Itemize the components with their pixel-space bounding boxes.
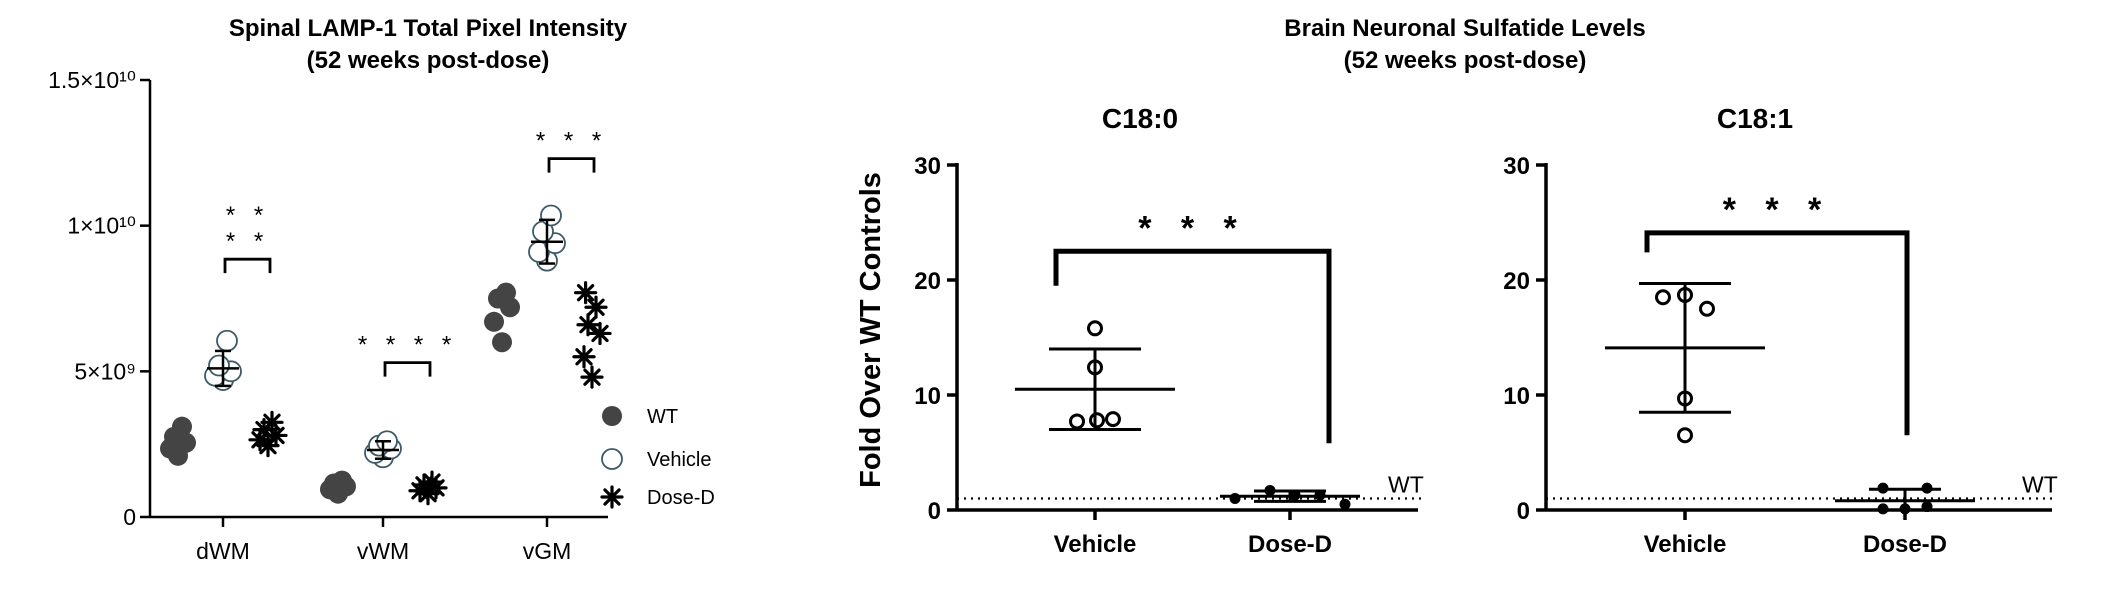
lamp1-chart: 0 5×10⁹ 1×10¹⁰ 1.5×10¹⁰ dWM vWM vGM * ** * * * *… <box>48 67 612 564</box>
y-tick-label: 20 <box>914 268 941 295</box>
dose-d-point <box>1229 493 1241 504</box>
legend-wt-marker <box>602 406 622 426</box>
y-tick-label: 10 <box>1503 383 1530 410</box>
significance-bracket <box>223 257 272 274</box>
vehicle-point <box>1677 427 1693 444</box>
dose-d-point <box>584 295 608 319</box>
wt-point <box>172 416 192 437</box>
legend-dose-d-marker <box>600 485 624 509</box>
y-tick-label: 0 <box>928 498 941 525</box>
wt-reference-label: WT <box>2022 472 2058 498</box>
wt-point <box>484 311 504 332</box>
left-chart-title-line1: Spinal LAMP-1 Total Pixel Intensity <box>229 15 628 42</box>
dose-d-point <box>260 410 284 434</box>
x-tick-label: Vehicle <box>1054 531 1137 558</box>
significance-label: * * * * <box>358 332 457 359</box>
significance-bracket <box>1644 230 1910 436</box>
significance-bracket <box>1053 248 1332 444</box>
significance-label: * * * <box>1723 191 1832 229</box>
x-tick-label: dWM <box>196 538 250 564</box>
significance-label: * * <box>226 228 269 255</box>
vehicle-point <box>1069 413 1085 430</box>
vehicle-point <box>208 354 230 377</box>
vehicle-point <box>540 204 562 227</box>
wt-point <box>496 282 516 303</box>
vehicle-point <box>1087 320 1103 337</box>
y-tick-label: 1.5×10¹⁰ <box>48 67 136 93</box>
significance-label: * * * <box>1138 209 1247 247</box>
y-tick-label: 30 <box>914 153 941 180</box>
y-tick-label: 1×10¹⁰ <box>67 213 136 239</box>
legend-label: WT <box>647 406 678 428</box>
x-tick-label: vWM <box>357 538 409 564</box>
x-tick-label: Dose-D <box>1248 531 1332 558</box>
legend-label: Dose-D <box>647 487 715 509</box>
y-tick-label: 20 <box>1503 268 1530 295</box>
legend-vehicle-marker <box>601 448 623 470</box>
vehicle-point <box>1105 411 1121 428</box>
right-figure-title-line1: Brain Neuronal Sulfatide Levels <box>1284 15 1645 42</box>
right-y-axis-label: Fold Over WT Controls <box>855 172 887 488</box>
dose-d-point <box>576 313 600 337</box>
vehicle-point <box>216 329 238 352</box>
dose-d-point <box>420 470 444 494</box>
dose-d-point <box>573 281 598 305</box>
dose-d-point <box>1339 498 1351 510</box>
significance-label: * * <box>226 202 269 229</box>
x-tick-label: Dose-D <box>1863 531 1947 558</box>
c18-0-panel-title: C18:0 <box>1102 103 1178 134</box>
y-tick-label: 30 <box>1503 153 1530 180</box>
y-tick-label: 0 <box>1517 498 1530 525</box>
significance-bracket <box>547 157 596 173</box>
x-tick-label: vGM <box>523 538 572 564</box>
significance-bracket <box>383 361 432 377</box>
wt-reference-label: WT <box>1388 472 1424 498</box>
dose-d-point <box>572 345 596 369</box>
y-tick-label: 0 <box>123 504 136 530</box>
vehicle-point <box>1699 300 1715 317</box>
x-tick-label: Vehicle <box>1644 531 1727 558</box>
vehicle-point <box>1655 289 1671 306</box>
dose-d-point <box>588 321 612 346</box>
y-tick-label: 10 <box>914 383 941 410</box>
left-chart-title-line2: (52 weeks post-dose) <box>307 47 550 74</box>
c18-1-panel-title: C18:1 <box>1717 103 1793 134</box>
vehicle-point <box>1089 412 1105 429</box>
wt-point <box>332 470 352 491</box>
right-figure-title-line2: (52 weeks post-dose) <box>1344 47 1587 74</box>
significance-label: * * * <box>536 128 607 155</box>
y-tick-label: 5×10⁹ <box>74 358 136 384</box>
wt-point <box>492 332 512 353</box>
legend-label: Vehicle <box>647 449 712 471</box>
dose-d-point <box>580 365 604 389</box>
